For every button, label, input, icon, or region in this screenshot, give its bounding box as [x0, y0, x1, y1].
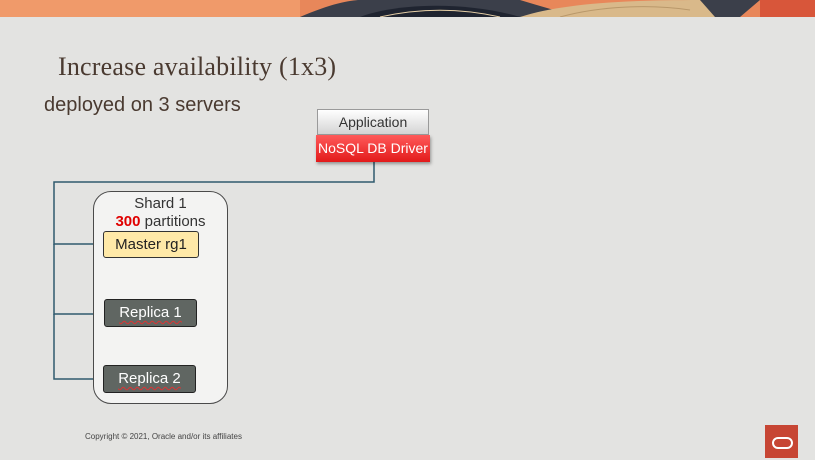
- copyright-text: Copyright © 2021, Oracle and/or its affi…: [85, 432, 242, 441]
- master-node: Master rg1: [103, 231, 199, 258]
- replica-1-label: Replica 1: [119, 304, 182, 321]
- replica-node-1: Replica 1: [104, 299, 197, 327]
- shard-name: Shard 1: [134, 195, 187, 212]
- driver-to-master-line: [53, 162, 375, 245]
- partition-suffix: partitions: [140, 213, 206, 230]
- partition-count: 300: [115, 213, 141, 230]
- nosql-driver-box: NoSQL DB Driver: [316, 135, 430, 162]
- driver-to-replica2-line: [53, 314, 104, 384]
- application-box: Application: [317, 109, 429, 135]
- replica-node-2: Replica 2: [103, 365, 196, 393]
- oracle-logo-icon: [765, 425, 798, 458]
- partition-count-label: 300 partitions: [93, 213, 228, 230]
- decorative-banner: [0, 0, 815, 17]
- replica-2-label: Replica 2: [118, 370, 181, 387]
- slide-title: Increase availability (1x3): [58, 52, 337, 81]
- slide-subtitle: deployed on 3 servers: [44, 94, 241, 116]
